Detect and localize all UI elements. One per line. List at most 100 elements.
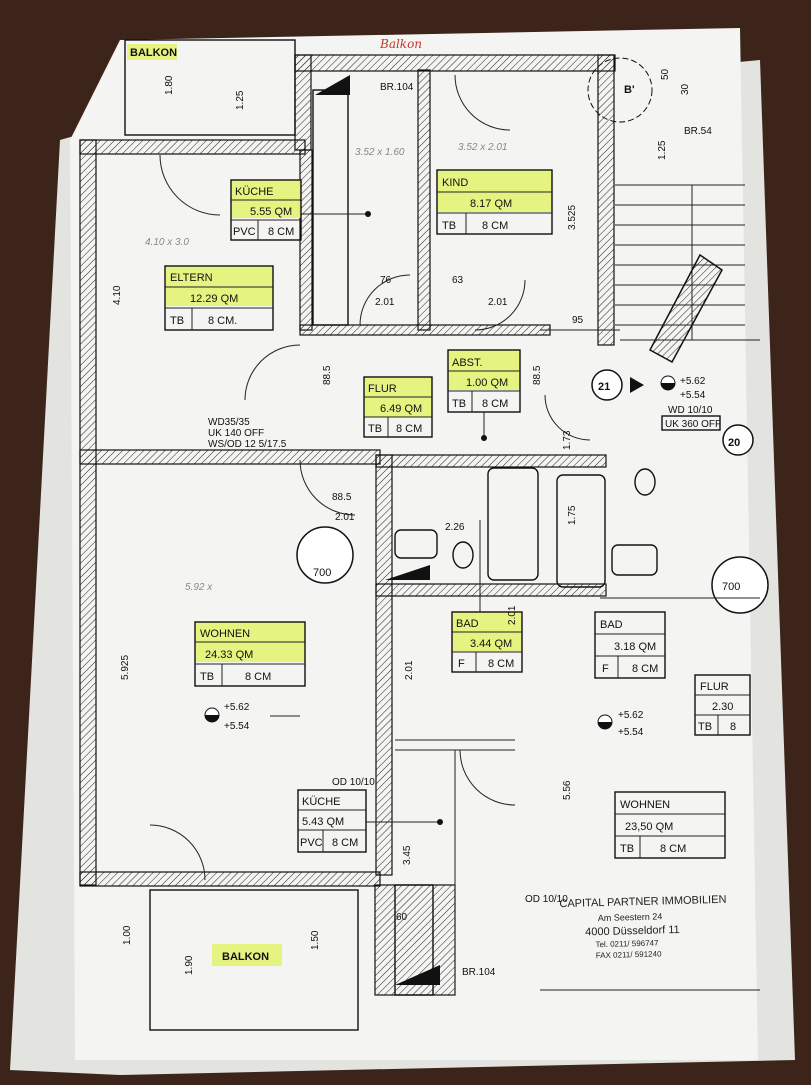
wall-bad-top	[375, 454, 607, 468]
dim-label: 60	[396, 912, 408, 923]
svg-text:8 CM: 8 CM	[660, 843, 686, 855]
dim-label: 2.01	[507, 605, 518, 625]
room-label-flur-right: FLUR 2.30 TB 8	[694, 674, 751, 736]
note: WD35/35	[208, 417, 250, 428]
svg-text:FLUR: FLUR	[368, 383, 397, 395]
axis-marker-700: 700	[711, 556, 769, 614]
axis-marker-20: 20	[722, 424, 754, 456]
svg-text:TB: TB	[368, 423, 382, 435]
svg-text:1.00 QM: 1.00 QM	[466, 377, 508, 389]
dim-label: 2.01	[488, 297, 508, 308]
wall-bad-bottom	[375, 583, 607, 597]
svg-text:8 CM: 8 CM	[632, 663, 658, 675]
pencil-note: 4.10 x 3.0	[145, 237, 189, 248]
level-marker: +5.62 +5.54	[597, 710, 644, 738]
svg-text:FLUR: FLUR	[700, 681, 729, 693]
dim-label: 2.01	[335, 512, 355, 523]
door-arc	[474, 279, 526, 331]
section-circle	[587, 57, 653, 123]
dim-label: 1.73	[562, 430, 573, 450]
svg-text:BAD: BAD	[456, 618, 479, 630]
svg-text:TB: TB	[200, 671, 214, 683]
dim-label: 95	[572, 315, 584, 326]
door-arc	[544, 394, 591, 441]
room-label-wohnen: WOHNEN 24.33 QM TB 8 CM	[194, 621, 306, 687]
dim-label: 5.56	[562, 780, 573, 800]
dim-label: 76	[380, 275, 392, 286]
svg-text:8.17 QM: 8.17 QM	[470, 198, 512, 210]
bathtub	[556, 474, 606, 588]
level-marker: +5.62 +5.54	[204, 702, 250, 732]
svg-text:KÜCHE: KÜCHE	[235, 186, 274, 198]
axis-marker-21: 21	[591, 369, 644, 401]
note-box	[661, 415, 721, 431]
svg-text:8 CM.: 8 CM.	[208, 315, 237, 327]
note: WD 10/10	[668, 405, 713, 416]
door-arc	[244, 344, 301, 401]
stamp-city: 4000 Düsseldorf 11	[585, 924, 680, 938]
shaft-triangle	[315, 75, 350, 95]
dim-label: 1.25	[235, 90, 246, 110]
room-label-abst: ABST. 1.00 QM TB 8 CM	[447, 349, 521, 413]
level-marker: +5.62 +5.54	[660, 375, 706, 401]
wall-kind-divider	[417, 69, 431, 331]
washbasin	[394, 529, 438, 559]
room-label-flur: FLUR 6.49 QM TB 8 CM	[363, 376, 433, 438]
svg-text:8 CM: 8 CM	[482, 220, 508, 232]
svg-text:12.29 QM: 12.29 QM	[190, 293, 238, 305]
dim-label: 1.00	[122, 925, 133, 945]
svg-text:8 CM: 8 CM	[488, 658, 514, 670]
note: OD 10/10	[332, 777, 375, 788]
svg-text:TB: TB	[170, 315, 184, 327]
svg-text:5.55 QM: 5.55 QM	[250, 206, 292, 218]
room-label-kueche-top: KÜCHE 5.55 QM PVC 8 CM	[230, 179, 302, 241]
svg-text:20: 20	[728, 437, 740, 449]
svg-text:TB: TB	[698, 721, 712, 733]
door-arc	[459, 749, 516, 806]
svg-text:5.43 QM: 5.43 QM	[302, 816, 344, 828]
svg-text:8: 8	[730, 721, 736, 733]
svg-text:TB: TB	[442, 220, 456, 232]
room-label-wohnen-right: WOHNEN 23,50 QM TB 8 CM	[614, 791, 726, 859]
svg-text:PVC: PVC	[300, 837, 323, 849]
br-label: BR.54	[684, 126, 712, 137]
svg-text:24.33 QM: 24.33 QM	[205, 649, 253, 661]
stamp-street: Am Seestern 24	[598, 911, 663, 923]
dim-label: 63	[452, 275, 464, 286]
door-arc	[359, 274, 411, 326]
dim-label: 5.925	[120, 655, 131, 680]
svg-text:2.30: 2.30	[712, 701, 733, 713]
axis-marker-700: 700	[296, 526, 354, 584]
wall-kueche-divider	[299, 149, 313, 331]
top-balcony-handwritten: Balkon	[379, 37, 422, 51]
wall-bad-left	[375, 454, 393, 876]
pencil-note: 3.52 x 1.60	[355, 147, 405, 158]
door-arc	[159, 154, 221, 216]
svg-text:+5.62: +5.62	[618, 710, 644, 721]
svg-text:+5.54: +5.54	[224, 721, 250, 732]
shaft-triangle	[385, 565, 430, 580]
stairs	[615, 184, 745, 364]
svg-text:+5.54: +5.54	[680, 390, 706, 401]
bottom-balcony-label: BALKON	[222, 951, 269, 963]
svg-text:ABST.: ABST.	[452, 357, 483, 369]
note: WS/OD 12 5/17.5	[208, 439, 287, 450]
svg-text:WOHNEN: WOHNEN	[620, 799, 670, 811]
room-label-bad-right: BAD 3.18 QM F 8 CM	[594, 611, 666, 679]
bottom-balcony-outline	[149, 889, 359, 1031]
stamp-tel: Tel. 0211/ 596747	[595, 939, 659, 950]
dim-label: 50	[660, 68, 671, 80]
wall-top-left	[79, 139, 306, 155]
dim-label: 1.50	[310, 930, 321, 950]
svg-text:3.18 QM: 3.18 QM	[614, 641, 656, 653]
br-label: BR.104	[462, 967, 496, 978]
br-label: BR.104	[380, 82, 414, 93]
svg-text:8 CM: 8 CM	[245, 671, 271, 683]
stamp-company: CAPITAL PARTNER IMMOBILIEN	[559, 894, 726, 910]
kitchen-counter	[394, 884, 434, 996]
svg-text:TB: TB	[452, 398, 466, 410]
toilet	[452, 541, 474, 569]
section-mark: B'	[624, 84, 635, 96]
dim-label: 1.25	[657, 140, 668, 160]
